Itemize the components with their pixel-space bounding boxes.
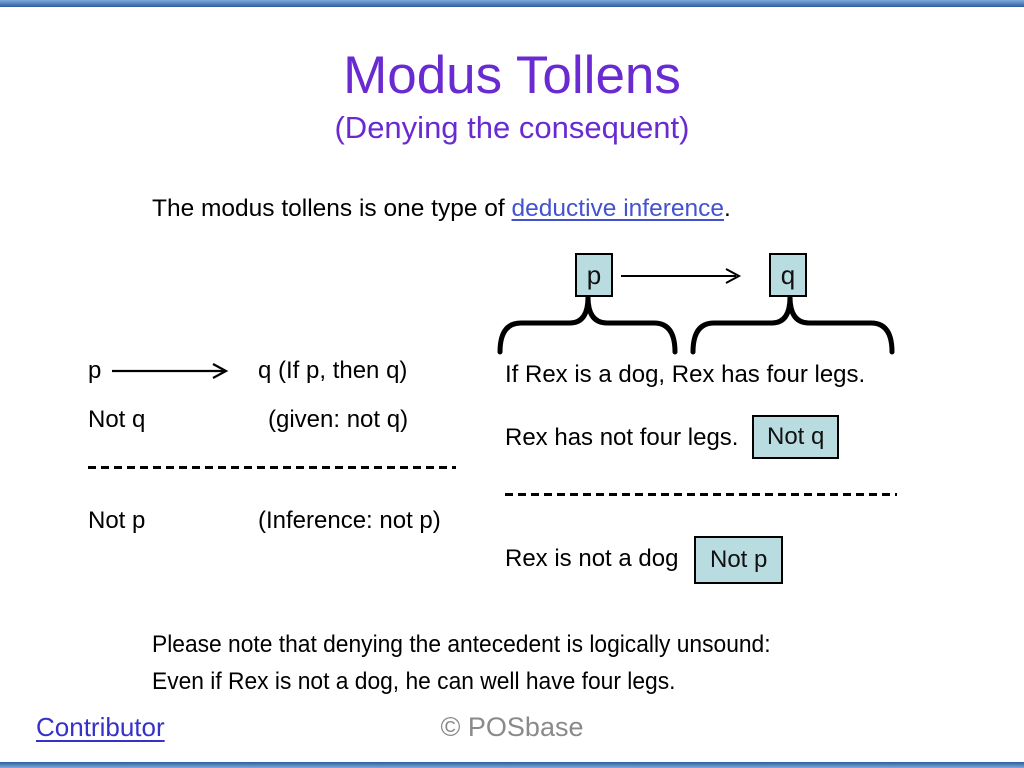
intro-suffix: . — [724, 195, 731, 222]
page-title: Modus Tollens — [343, 46, 681, 105]
brace-under-q — [690, 294, 895, 355]
example-premise1: If Rex is a dog, Rex has four legs. — [505, 361, 866, 388]
intro-prefix: The modus tollens is one type of — [152, 195, 512, 222]
premise2-left: Not q — [88, 406, 146, 433]
abstract-argument-divider — [88, 466, 456, 469]
copyright-text: © POSbase — [440, 712, 584, 742]
premise1-q: q (If p, then q) — [258, 357, 408, 384]
q-box: q — [769, 253, 807, 297]
note-line-1: Please note that denying the antecedent … — [152, 631, 771, 658]
note-text: Please note that denying the antecedent … — [152, 626, 771, 700]
premise2-right: (given: not q) — [268, 406, 409, 433]
implication-arrow-head-icon — [212, 363, 229, 379]
not-p-tag-box: Not p — [694, 536, 784, 584]
deductive-inference-link[interactable]: deductive inference — [511, 195, 725, 222]
diagram-arrow-head-icon — [725, 268, 742, 284]
example-conclusion: Rex is not a dog — [505, 545, 679, 572]
conclusion-left: Not p — [88, 507, 146, 534]
bottom-border-bar — [0, 762, 1024, 768]
brace-under-p — [497, 294, 678, 355]
intro-sentence: The modus tollens is one type of deducti… — [152, 194, 731, 224]
conclusion-right: (Inference: not p) — [258, 507, 441, 534]
note-line-2: Even if Rex is not a dog, he can well ha… — [152, 668, 676, 695]
example-premise2: Rex has not four legs. — [505, 424, 739, 451]
not-q-tag-box: Not q — [752, 415, 840, 459]
contributor-link[interactable]: Contributor — [36, 712, 165, 742]
p-box: p — [575, 253, 613, 297]
page-subtitle: (Denying the consequent) — [334, 110, 690, 145]
top-border-bar — [0, 0, 1024, 7]
example-argument-divider — [505, 493, 897, 496]
premise1-p: p — [88, 357, 102, 384]
